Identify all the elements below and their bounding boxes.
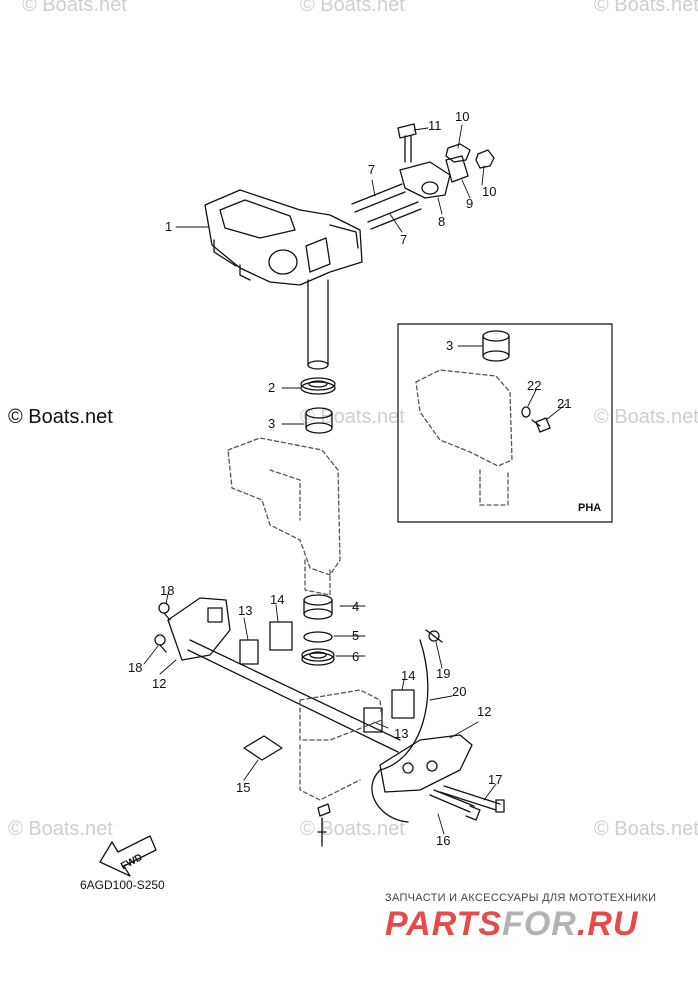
inset-pha-box bbox=[397, 323, 613, 523]
part-13-pad-left bbox=[239, 639, 259, 665]
shop-logo-part-c: .RU bbox=[576, 905, 639, 943]
callout-14-left: 14 bbox=[270, 592, 284, 607]
callout-10-lower: 10 bbox=[482, 184, 496, 199]
fwd-label: FWD bbox=[119, 852, 144, 872]
part-19-screw bbox=[425, 629, 443, 643]
callout-13-right: 13 bbox=[394, 726, 408, 741]
fwd-arrow bbox=[99, 835, 157, 877]
callout-9: 9 bbox=[466, 196, 473, 211]
lower-bracket-outline bbox=[299, 689, 383, 801]
swivel-bracket bbox=[227, 437, 341, 596]
part-18-screw-upper bbox=[158, 602, 171, 621]
part-3-bushing bbox=[305, 407, 333, 434]
part-18-screw-lower bbox=[154, 634, 167, 653]
bottom-screw bbox=[317, 803, 331, 847]
watermark-top-right: © Boats.net bbox=[594, 0, 698, 16]
callout-20: 20 bbox=[452, 684, 466, 699]
part-7-stud-upper bbox=[351, 183, 406, 213]
watermark-bottom-left: © Boats.net bbox=[8, 818, 113, 840]
part-6-oil-seal bbox=[301, 648, 335, 666]
callout-10-upper: 10 bbox=[455, 109, 469, 124]
part-5-o-ring bbox=[303, 631, 333, 643]
watermark-top-left: © Boats.net bbox=[22, 0, 127, 16]
callout-19: 19 bbox=[436, 666, 450, 681]
inset-callout-3: 3 bbox=[446, 338, 453, 353]
diagram-code: 6AGD100-S250 bbox=[80, 878, 165, 892]
part-1-steering-bracket bbox=[204, 189, 363, 286]
watermark-mid-center: © Boats.net bbox=[300, 406, 405, 428]
callout-17: 17 bbox=[488, 772, 502, 787]
shop-logo: PARTSFOR.RU bbox=[385, 905, 638, 944]
inset-bushing bbox=[482, 330, 510, 362]
callout-11: 11 bbox=[428, 118, 442, 133]
callout-12-left: 12 bbox=[152, 676, 166, 691]
inset-label: PHA bbox=[578, 502, 602, 514]
callout-7-upper: 7 bbox=[368, 162, 375, 177]
callout-1: 1 bbox=[165, 219, 172, 234]
callout-15: 15 bbox=[236, 780, 250, 795]
part-13-pad-right bbox=[363, 707, 383, 733]
shop-tagline: ЗАПЧАСТИ И АКСЕССУАРЫ ДЛЯ МОТОТЕХНИКИ bbox=[385, 892, 657, 904]
part-10-nut-upper bbox=[445, 143, 471, 163]
inset-part-22-washer bbox=[521, 406, 531, 418]
leader-lines bbox=[143, 124, 497, 835]
shop-logo-part-a: PARTS bbox=[385, 905, 503, 943]
watermark-top-mid: © Boats.net bbox=[300, 0, 405, 16]
watermark-bottom-right: © Boats.net bbox=[594, 818, 698, 840]
callout-18-lower: 18 bbox=[128, 660, 142, 675]
part-14-pad-right bbox=[391, 689, 415, 719]
inset-leader-lines bbox=[457, 345, 567, 421]
part-9-plate bbox=[445, 155, 469, 183]
inset-bracket bbox=[415, 369, 513, 506]
part-10-nut-lower bbox=[475, 149, 495, 169]
bracket-tube bbox=[187, 639, 401, 753]
callout-6: 6 bbox=[352, 649, 359, 664]
callout-5: 5 bbox=[352, 628, 359, 643]
inset-callout-21: 21 bbox=[557, 396, 571, 411]
part-8-clamp bbox=[399, 161, 451, 199]
part-12-clamp-bracket-left bbox=[167, 597, 231, 661]
callout-16: 16 bbox=[436, 833, 450, 848]
part-11-bolt bbox=[397, 123, 417, 163]
callout-14-right: 14 bbox=[401, 668, 415, 683]
callout-18-upper: 18 bbox=[160, 583, 174, 598]
callout-7-lower: 7 bbox=[400, 232, 407, 247]
watermark-bottom-center: © Boats.net bbox=[300, 818, 405, 840]
part-15-plate bbox=[243, 735, 283, 761]
part-12-clamp-bracket-right bbox=[379, 734, 473, 793]
watermark-mid-left: © Boats.net bbox=[8, 406, 113, 428]
callout-4: 4 bbox=[352, 599, 359, 614]
part-17-bolt bbox=[439, 785, 505, 813]
inset-part-21-bolt bbox=[531, 417, 551, 433]
callout-3: 3 bbox=[268, 416, 275, 431]
part-2-bushing bbox=[300, 377, 336, 395]
part-7-stud-lower bbox=[367, 201, 422, 230]
steering-shaft bbox=[307, 279, 329, 370]
shop-logo-part-b: FOR bbox=[502, 905, 577, 943]
inset-callout-22: 22 bbox=[527, 378, 541, 393]
part-4-bushing bbox=[303, 594, 333, 620]
callout-8: 8 bbox=[438, 214, 445, 229]
callout-2: 2 bbox=[268, 380, 275, 395]
callout-numbers: 1 2 3 4 5 6 7 7 8 9 10 10 11 12 12 13 13… bbox=[128, 109, 571, 848]
part-14-pad-left bbox=[269, 621, 293, 651]
callout-13-left: 13 bbox=[238, 603, 252, 618]
watermark-mid-right: © Boats.net bbox=[594, 406, 698, 428]
callout-12-right: 12 bbox=[477, 704, 491, 719]
part-20-ground-lead bbox=[371, 639, 429, 823]
